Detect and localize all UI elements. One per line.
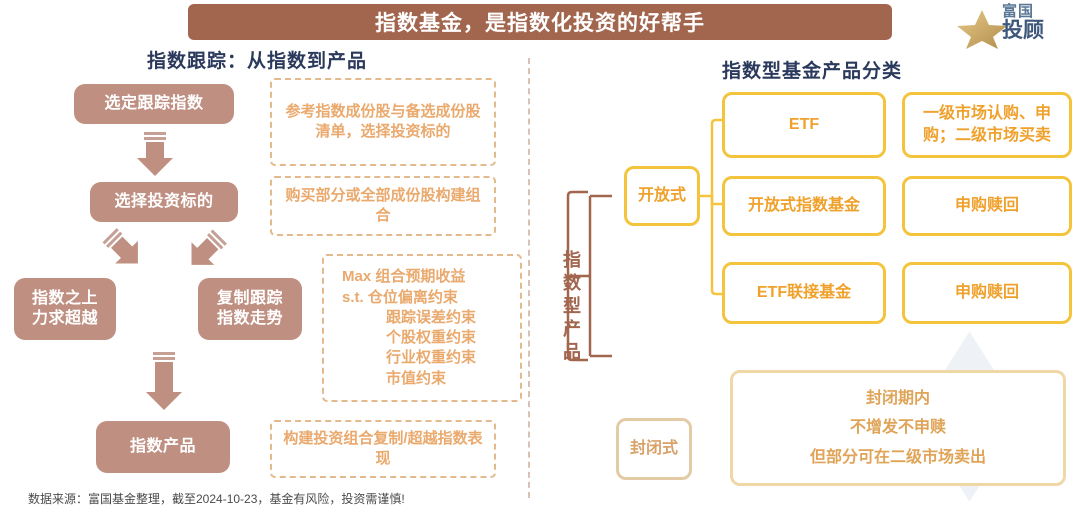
product-detail: 申购赎回 xyxy=(954,197,1019,215)
tree-root-label: 指数型产品 xyxy=(561,250,581,365)
arrow-diagonal-left xyxy=(102,228,138,264)
product-name: ETF xyxy=(788,116,820,134)
flow-step-index-product[interactable]: 指数产品 xyxy=(96,421,230,473)
closed-note-line-1: 封闭期内 xyxy=(865,389,930,407)
note-box-replicate-outperform: 构建投资组合复制/超越指数表现 xyxy=(270,420,496,478)
page-title: 指数基金，是指数化投资的好帮手 xyxy=(375,12,705,35)
left-section-heading: 指数跟踪：从指数到产品 xyxy=(147,51,368,72)
arrow-diagonal-right xyxy=(191,229,227,265)
formula-line-1: Max 组合预期收益 xyxy=(342,268,466,286)
branch-closed-ended[interactable]: 封闭式 xyxy=(616,418,692,480)
flow-step-label: 选定跟踪指数 xyxy=(104,95,204,112)
closed-note-line-2: 不增发不申赎 xyxy=(849,419,946,437)
logo-line-1: 富国 xyxy=(1002,3,1035,20)
tree-connector-open xyxy=(700,118,722,296)
product-detail: 申购赎回 xyxy=(954,284,1019,302)
flow-step-above-index[interactable]: 指数之上 力求超越 xyxy=(14,278,116,340)
footer-source: 数据来源：富国基金整理，截至2024-10-23，基金有风险，投资需谨慎! xyxy=(28,492,405,506)
flow-step-select-target[interactable]: 选择投资标的 xyxy=(90,182,238,222)
flow-step-label: 复制跟踪 指数走势 xyxy=(216,290,283,327)
page-title-bar: 指数基金，是指数化投资的好帮手 xyxy=(188,4,892,40)
note-text: 购买部分或全部成份股构建组合 xyxy=(285,186,481,224)
flow-step-select-index[interactable]: 选定跟踪指数 xyxy=(74,84,234,124)
star-icon xyxy=(957,10,1007,49)
product-open-index-fund-detail: 申购赎回 xyxy=(902,176,1072,236)
formula-lines: Max 组合预期收益 s.t. 仓位偏离约束 跟踪误差约束 个股权重约束 行业权… xyxy=(342,267,476,389)
formula-line-5: 行业权重约束 xyxy=(386,349,477,367)
flow-step-replicate-index[interactable]: 复制跟踪 指数走势 xyxy=(198,278,302,340)
product-name: 开放式指数基金 xyxy=(747,197,860,215)
product-etf[interactable]: ETF xyxy=(722,92,886,158)
closed-ended-note: 封闭期内 不增发不申赎 但部分可在二级市场卖出 xyxy=(730,370,1066,486)
branch-open-ended[interactable]: 开放式 xyxy=(624,166,700,226)
formula-line-2: s.t. 仓位偏离约束 xyxy=(342,288,458,306)
branch-label: 开放式 xyxy=(637,187,686,205)
right-section-heading: 指数型基金产品分类 xyxy=(722,61,903,82)
branch-label: 封闭式 xyxy=(629,440,678,458)
arrow-down-1 xyxy=(137,132,173,176)
product-open-index-fund[interactable]: 开放式指数基金 xyxy=(722,176,886,236)
formula-line-6: 市值约束 xyxy=(386,369,447,387)
note-box-optimization-formula: Max 组合预期收益 s.t. 仓位偏离约束 跟踪误差约束 个股权重约束 行业权… xyxy=(322,254,522,402)
note-box-build-portfolio: 购买部分或全部成份股构建组合 xyxy=(270,176,496,236)
formula-line-4: 个股权重约束 xyxy=(386,329,477,346)
flow-step-label: 指数产品 xyxy=(129,438,196,455)
formula-line-3: 跟踪误差约束 xyxy=(386,308,477,326)
note-box-select-target: 参考指数成份股与备选成份股清单，选择投资标的 xyxy=(270,78,496,166)
flow-step-label: 选择投资标的 xyxy=(114,193,214,210)
product-detail: 一级市场认购、申购；二级市场买卖 xyxy=(922,105,1051,144)
arrow-down-2 xyxy=(146,352,182,410)
logo-line-2: 投顾 xyxy=(1002,19,1044,42)
note-text: 构建投资组合复制/超越指数表现 xyxy=(283,429,483,467)
brand-logo: 富国 投顾 xyxy=(954,2,1074,50)
closed-note-line-3: 但部分可在二级市场卖出 xyxy=(809,448,986,466)
product-name: ETF联接基金 xyxy=(756,284,852,302)
note-text: 参考指数成份股与备选成份股清单，选择投资标的 xyxy=(285,102,481,140)
flow-step-label: 指数之上 力求超越 xyxy=(31,290,98,327)
product-etf-feeder-fund-detail: 申购赎回 xyxy=(902,262,1072,324)
product-etf-detail: 一级市场认购、申购；二级市场买卖 xyxy=(902,92,1072,158)
section-divider xyxy=(528,58,530,498)
product-etf-feeder-fund[interactable]: ETF联接基金 xyxy=(722,262,886,324)
